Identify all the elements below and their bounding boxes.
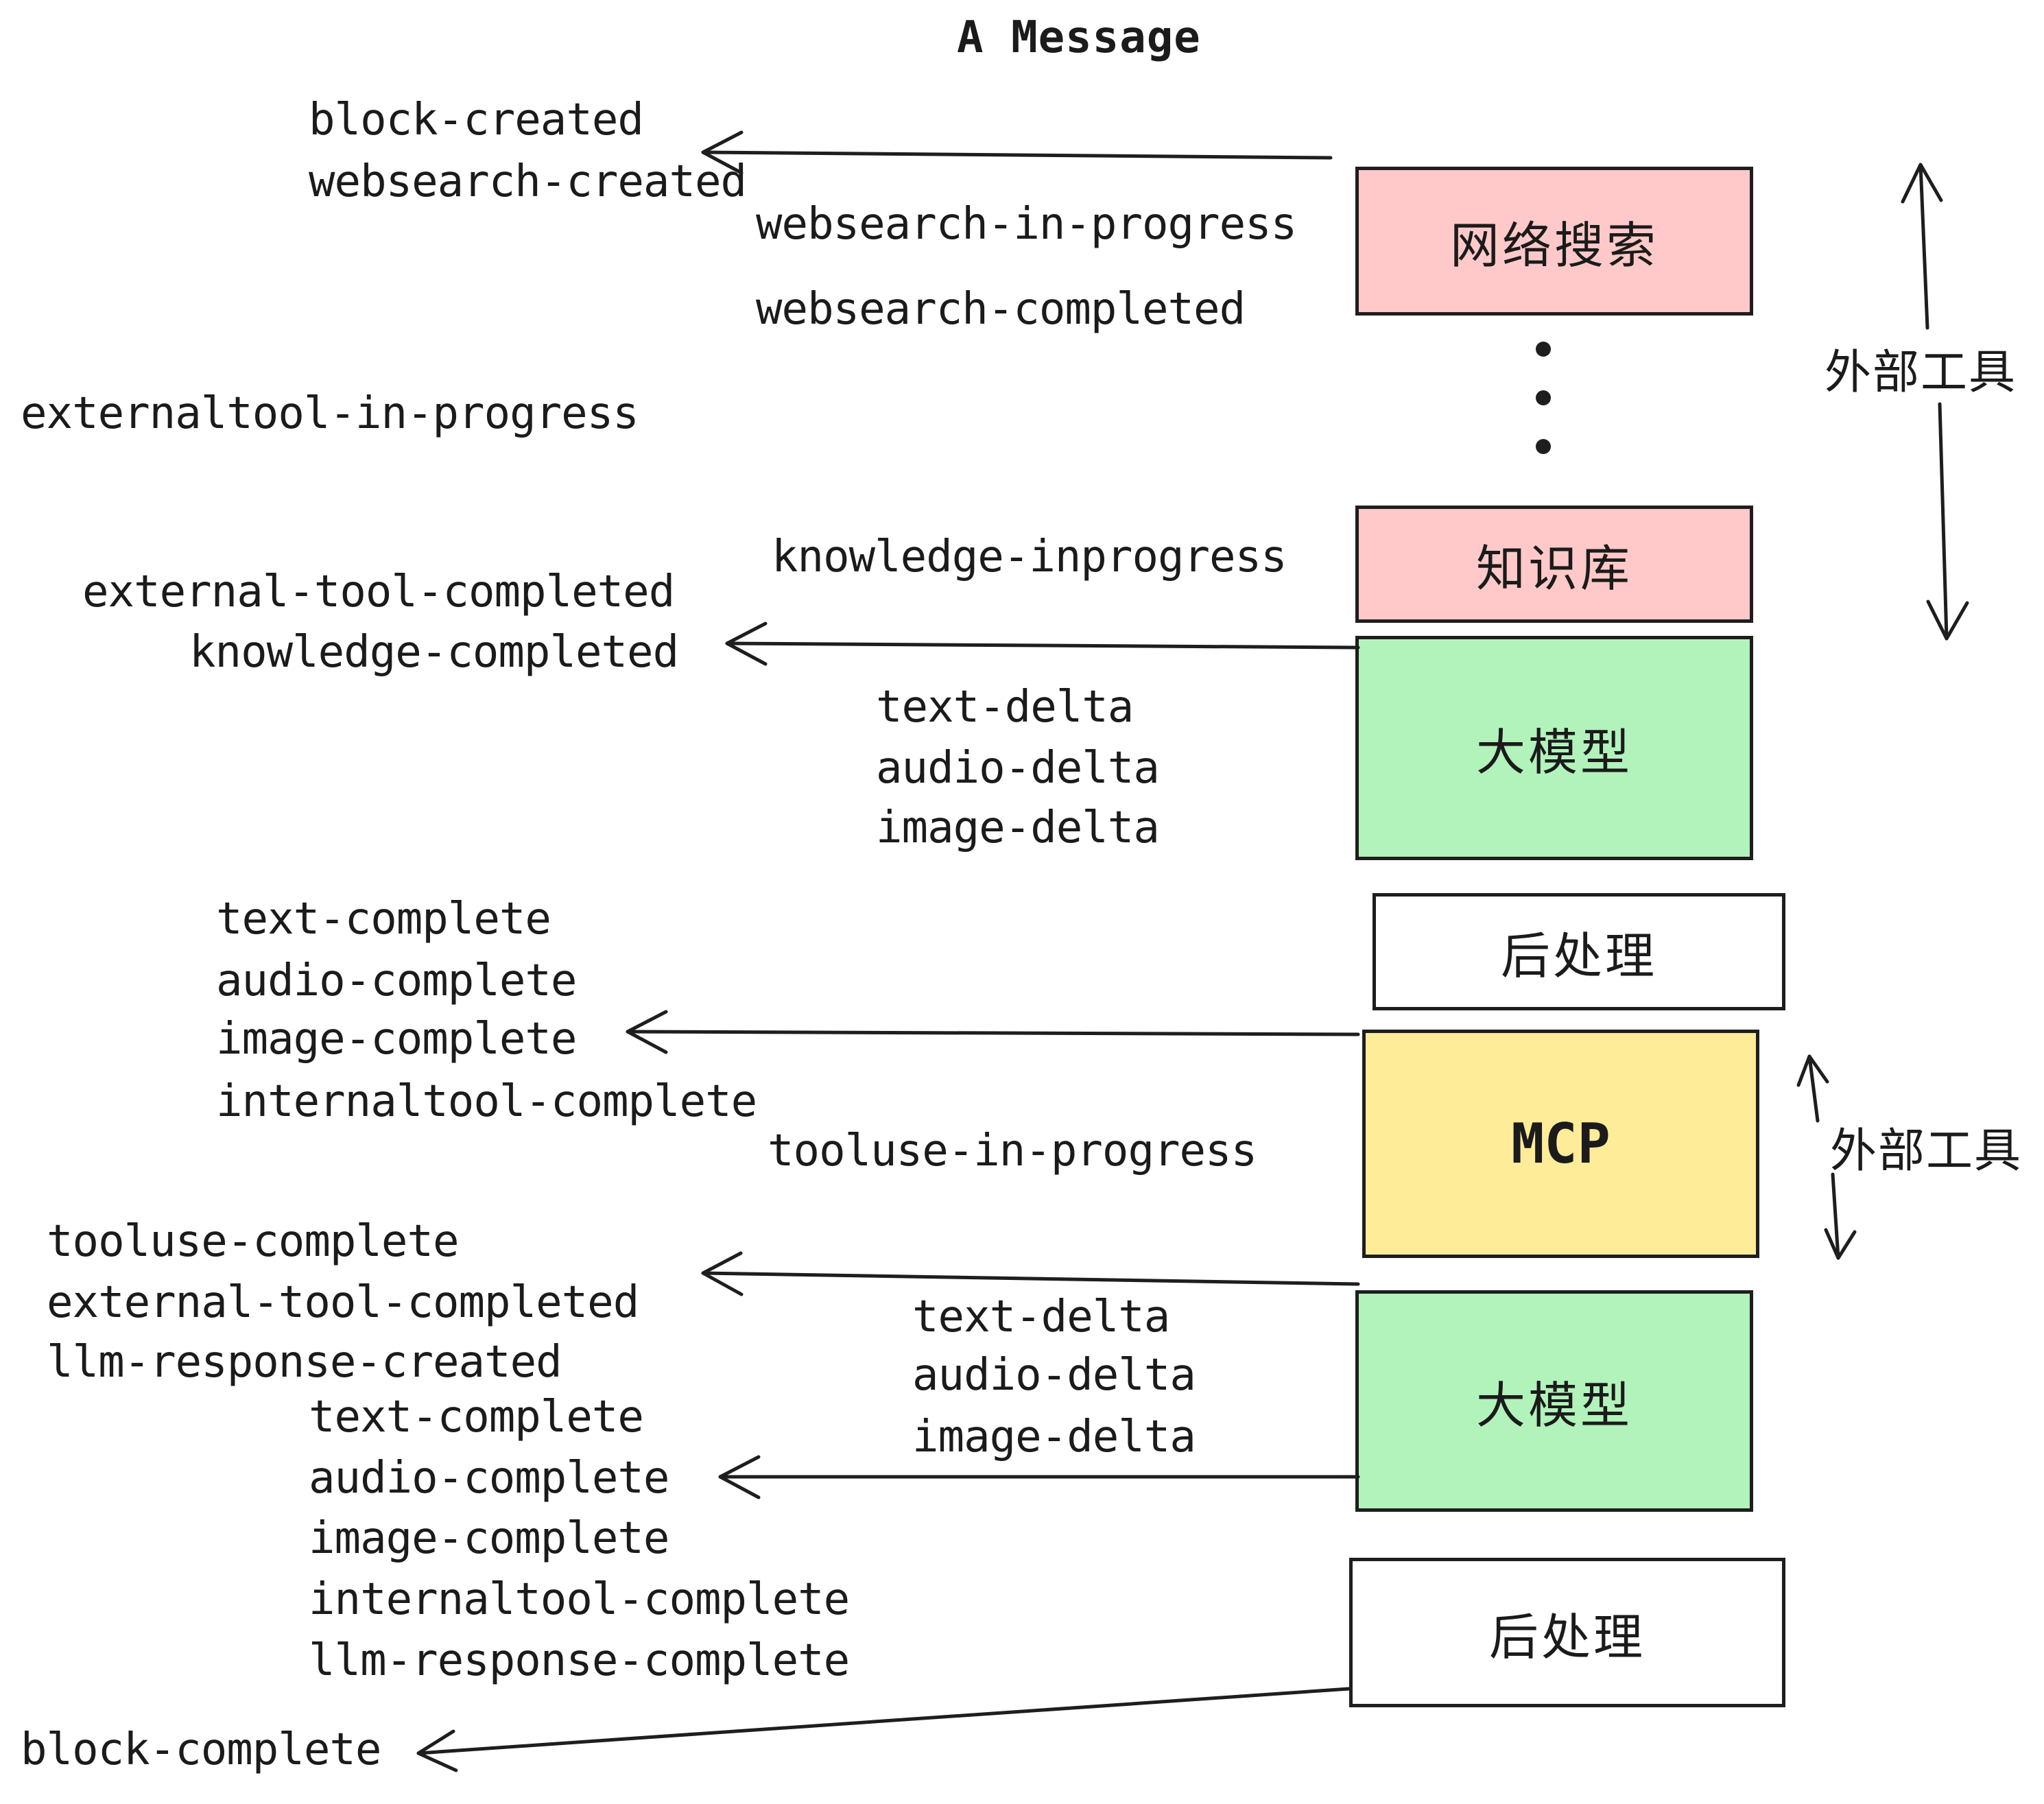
- event-tooluse-complete: tooluse-complete: [47, 1216, 459, 1267]
- event-audio-delta-2: audio-delta: [912, 1350, 1196, 1401]
- event-text-delta-2: text-delta: [912, 1292, 1170, 1342]
- arrow-to-knowledge-completed-head: [725, 621, 768, 666]
- arrow-to-audio-complete-head: [718, 1455, 761, 1499]
- ellipsis-dot-3: [1536, 439, 1551, 454]
- event-websearch-completed: websearch-completed: [756, 284, 1246, 335]
- box-postprocess-2-label: 后处理: [1488, 1608, 1645, 1666]
- event-block-created: block-created: [309, 95, 644, 145]
- event-image-delta-2: image-delta: [912, 1412, 1196, 1462]
- box-mcp: MCP: [1362, 1030, 1759, 1258]
- box-llm-2: 大模型: [1355, 1290, 1753, 1512]
- event-image-complete-2: image-complete: [309, 1513, 669, 1564]
- event-audio-complete-1: audio-complete: [216, 956, 577, 1006]
- box-llm-2-label: 大模型: [1475, 1377, 1632, 1434]
- event-block-complete: block-complete: [21, 1724, 381, 1775]
- box-websearch-label: 网络搜索: [1449, 217, 1659, 274]
- event-llm-response-complete: llm-response-complete: [309, 1635, 850, 1686]
- arrow-to-websearch-created-line: [701, 150, 1333, 160]
- event-knowledge-completed: knowledge-completed: [189, 627, 679, 678]
- label-external-tools-2: 外部工具: [1830, 1124, 2023, 1178]
- event-websearch-created: websearch-created: [309, 156, 747, 207]
- arrow-to-tooluse-complete-line: [701, 1271, 1360, 1286]
- box-llm-1-label: 大模型: [1475, 724, 1632, 781]
- arrow-to-image-complete-head: [626, 1010, 668, 1054]
- arrow-external-tools-1-down-line: [1938, 402, 1949, 641]
- box-knowledge-base-label: 知识库: [1475, 540, 1632, 597]
- arrow-external-tools-1-down-head: [1926, 600, 1969, 641]
- event-tooluse-in-progress: tooluse-in-progress: [768, 1126, 1257, 1176]
- box-websearch: 网络搜索: [1355, 167, 1753, 316]
- ellipsis-dot-2: [1536, 390, 1551, 405]
- arrow-external-tools-1-up-head: [1901, 163, 1943, 204]
- box-postprocess-2: 后处理: [1349, 1558, 1785, 1707]
- arrow-external-tools-2-up-line: [1807, 1054, 1820, 1123]
- box-llm-1: 大模型: [1355, 636, 1753, 860]
- event-image-complete-1: image-complete: [216, 1014, 577, 1065]
- arrow-to-tooluse-complete-head: [701, 1251, 744, 1296]
- box-knowledge-base: 知识库: [1355, 506, 1753, 623]
- event-llm-response-created: llm-response-created: [47, 1337, 562, 1388]
- event-externaltool-in-progress: externaltool-in-progress: [21, 388, 639, 439]
- box-mcp-label: MCP: [1511, 1112, 1611, 1176]
- event-text-delta-1: text-delta: [876, 682, 1134, 733]
- event-websearch-in-progress: websearch-in-progress: [756, 199, 1297, 250]
- diagram-title: A Message: [957, 12, 1201, 63]
- arrow-to-block-complete-line: [416, 1687, 1351, 1755]
- box-postprocess-1: 后处理: [1372, 893, 1785, 1010]
- label-external-tools-1: 外部工具: [1825, 346, 2017, 400]
- ellipsis-dots: [1536, 342, 1551, 454]
- event-external-tool-completed-2: external-tool-completed: [47, 1277, 639, 1328]
- event-knowledge-inprogress: knowledge-inprogress: [772, 532, 1287, 582]
- arrow-to-block-complete-head: [416, 1729, 458, 1772]
- ellipsis-dot-1: [1536, 342, 1551, 357]
- arrow-external-tools-1-up-line: [1918, 163, 1929, 330]
- arrow-external-tools-2-up-head: [1796, 1054, 1829, 1087]
- event-image-delta-1: image-delta: [876, 803, 1160, 853]
- arrow-to-image-complete-line: [626, 1030, 1360, 1036]
- event-audio-complete-2: audio-complete: [309, 1453, 669, 1504]
- arrow-to-knowledge-completed-line: [725, 641, 1360, 650]
- event-external-tool-completed: external-tool-completed: [82, 567, 675, 617]
- event-audio-delta-1: audio-delta: [876, 743, 1160, 794]
- event-text-complete-1: text-complete: [216, 894, 551, 945]
- arrow-external-tools-2-down-line: [1831, 1172, 1840, 1260]
- event-internaltool-complete-2: internaltool-complete: [309, 1574, 850, 1625]
- box-postprocess-1-label: 后处理: [1500, 927, 1657, 985]
- arrow-external-tools-2-down-head: [1824, 1228, 1857, 1260]
- event-text-complete-2: text-complete: [309, 1392, 644, 1443]
- event-internaltool-complete-1: internaltool-complete: [216, 1076, 757, 1127]
